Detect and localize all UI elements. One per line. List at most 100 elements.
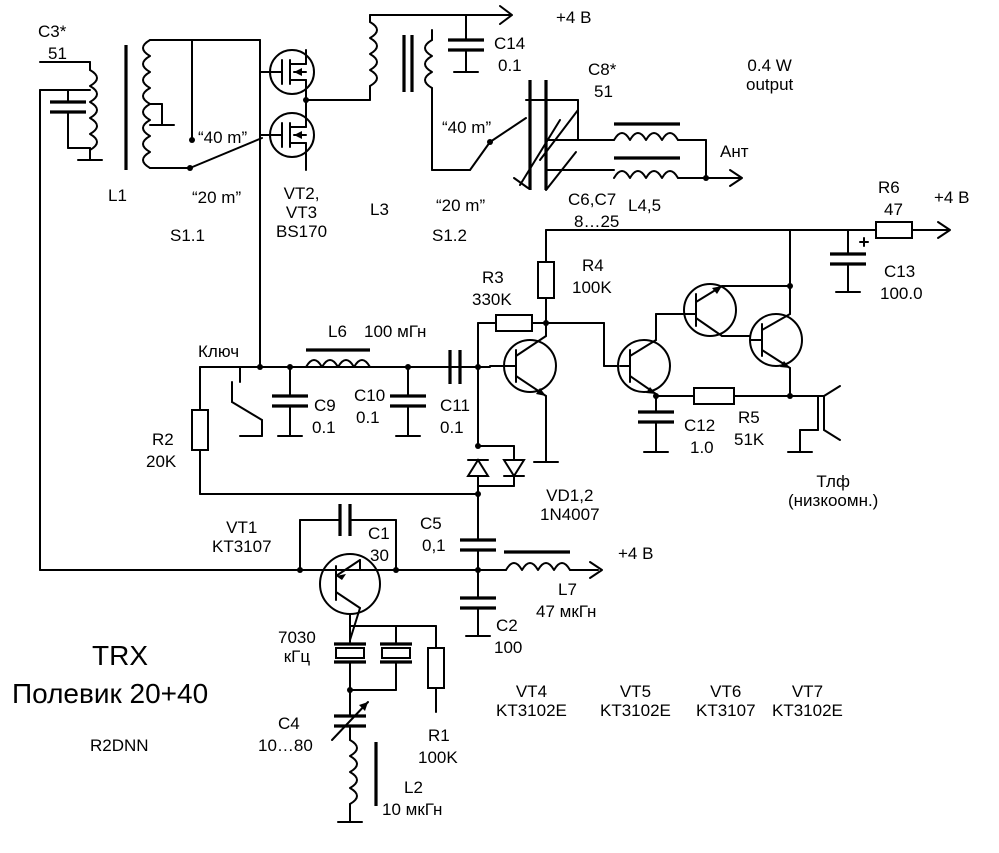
l2-value: 10 мкГн xyxy=(382,800,443,819)
vt7-transistor xyxy=(749,229,803,397)
l5-inductor xyxy=(611,139,743,187)
c5-value: 0,1 xyxy=(422,536,446,555)
vd1-vd2-diodes xyxy=(466,443,526,541)
c4-value: 10…80 xyxy=(258,736,313,755)
c14-capacitor xyxy=(448,14,484,73)
vd1-vd2-label: VD1,2 1N4007 xyxy=(540,486,600,524)
l3-label: L3 xyxy=(370,200,389,219)
l7-inductor xyxy=(475,550,603,579)
c13-value: 100.0 xyxy=(880,284,923,303)
vt1-transistor xyxy=(39,553,479,641)
c12-label: C12 xyxy=(684,416,716,435)
l4-l5-label: L4,5 xyxy=(628,196,662,215)
c8-label: C8* xyxy=(588,60,617,79)
crystals xyxy=(334,625,437,693)
s1-2-40m-label: “40 m” xyxy=(442,118,492,137)
output-label: 0.4 W output xyxy=(746,56,794,94)
plus4-right-label: +4 В xyxy=(934,188,970,207)
c10-capacitor xyxy=(390,364,426,437)
s1-1-20m-label: “20 m” xyxy=(192,188,242,207)
c2-capacitor xyxy=(460,569,496,637)
l6-inductor xyxy=(305,348,371,368)
c9-label: C9 xyxy=(314,396,336,415)
c3-label: C3* xyxy=(38,22,67,41)
schematic-title: Полевик 20+40 xyxy=(12,678,209,709)
l6-value: 100 мГн xyxy=(364,322,427,341)
s1-1-switch xyxy=(187,137,263,171)
c6-c7-label: C6,C7 xyxy=(568,190,617,209)
plus4-top-arrow xyxy=(499,5,513,25)
c11-capacitor xyxy=(448,350,491,447)
vt1-label: VT1 KT3107 xyxy=(212,518,272,556)
r3-value: 330K xyxy=(472,290,512,309)
c8-capacitor xyxy=(539,99,613,161)
l4-inductor xyxy=(611,122,707,141)
vt2-vt3-label: VT2, VT3 BS170 xyxy=(276,184,328,241)
c5-label: C5 xyxy=(420,514,442,533)
l1-primary-winding xyxy=(142,39,261,169)
s1-1-40m-label: “40 m” xyxy=(198,128,248,147)
c10-label: C10 xyxy=(354,386,386,405)
vt6-transistor xyxy=(683,283,791,337)
l7-label: L7 xyxy=(558,580,577,599)
l1-secondary-winding xyxy=(39,61,103,161)
vt6-part-label: VT6 KT3107 xyxy=(696,682,756,720)
r3-label: R3 xyxy=(482,268,504,287)
c7-trimmer xyxy=(545,151,613,191)
c14-label: C14 xyxy=(494,34,526,53)
r5-resistor xyxy=(655,387,825,405)
vt7-part-label: VT7 KT3102E xyxy=(772,682,843,720)
key-switch xyxy=(199,364,481,437)
r2-resistor xyxy=(191,366,479,495)
r5-label: R5 xyxy=(738,408,760,427)
r6-label: R6 xyxy=(878,178,900,197)
c6-c7-value: 8…25 xyxy=(574,212,620,231)
c4-trimmer xyxy=(331,689,369,741)
l6-label: L6 xyxy=(328,322,347,341)
s1-2-20m-label: “20 m” xyxy=(436,196,486,215)
c14-value: 0.1 xyxy=(498,56,522,75)
phone-label: Тлф (низкоомн.) xyxy=(788,472,879,510)
trx-label: TRX xyxy=(92,640,148,671)
r5-value: 51K xyxy=(734,430,765,449)
r2-label: R2 xyxy=(152,430,174,449)
s1-2-label: S1.2 xyxy=(432,226,467,245)
c6-trimmer xyxy=(513,80,579,190)
r4-label: R4 xyxy=(582,256,604,275)
s1-2-switch xyxy=(469,117,527,171)
r3-resistor xyxy=(477,314,549,367)
c9-value: 0.1 xyxy=(312,418,336,437)
r4-resistor xyxy=(537,229,555,337)
key-label: Ключ xyxy=(198,342,240,361)
plus4-mid-label: +4 В xyxy=(618,544,654,563)
vt2-mosfet xyxy=(269,49,315,101)
l3-core xyxy=(402,35,414,92)
r4-value: 100K xyxy=(572,278,612,297)
c12-capacitor xyxy=(638,393,674,453)
l3-primary xyxy=(369,14,511,101)
r1-label: R1 xyxy=(428,726,450,745)
c10-value: 0.1 xyxy=(356,408,380,427)
l2-label: L2 xyxy=(404,778,423,797)
c9-capacitor xyxy=(272,364,308,437)
r1-value: 100K xyxy=(418,748,458,767)
vt5-part-label: VT5 KT3102E xyxy=(600,682,671,720)
vt5-transistor xyxy=(617,313,685,413)
c3-capacitor xyxy=(39,89,91,571)
c3-value: 51 xyxy=(48,44,67,63)
c1-capacitor xyxy=(299,504,399,573)
l3-secondary xyxy=(424,29,471,171)
l7-value: 47 мкГн xyxy=(536,602,597,621)
c8-value: 51 xyxy=(594,82,613,101)
c13-capacitor xyxy=(830,229,869,293)
r1-resistor xyxy=(427,625,445,713)
r2-value: 20K xyxy=(146,452,177,471)
vt3-mosfet xyxy=(269,112,315,161)
antenna-label: Ант xyxy=(720,142,749,161)
r6-value: 47 xyxy=(884,200,903,219)
r6-resistor xyxy=(545,221,951,239)
c5-capacitor xyxy=(460,538,496,571)
crystal-freq-label: 7030 кГц xyxy=(278,628,316,666)
